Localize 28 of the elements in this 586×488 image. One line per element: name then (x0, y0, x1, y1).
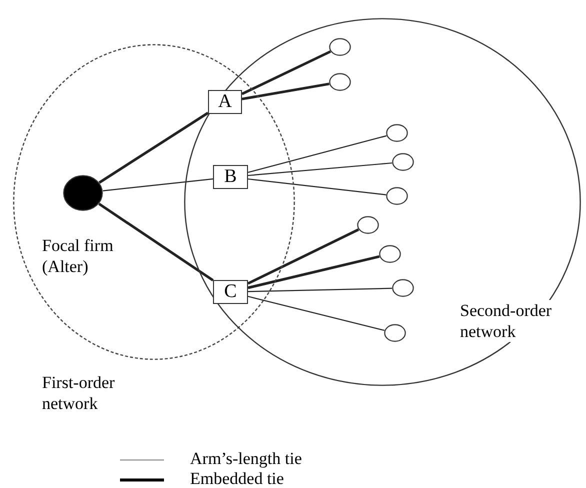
tie-line (248, 135, 387, 173)
tie-line (242, 82, 330, 100)
node-box: B (213, 165, 248, 189)
firm-circle (357, 216, 379, 234)
network-label: First-order network (42, 372, 116, 414)
firm-circle (392, 153, 414, 171)
firm-circle (386, 124, 408, 142)
legend-label: Embedded tie (190, 468, 284, 488)
firm-circle (392, 279, 414, 297)
tie-line (248, 288, 392, 292)
tie-line (102, 178, 214, 192)
legend-label: Arm’s-length tie (190, 448, 302, 469)
firm-circle (329, 73, 351, 91)
tie-line (241, 50, 332, 96)
firm-circle (329, 38, 351, 56)
tie-line (248, 162, 392, 176)
node-box: C (213, 280, 248, 304)
firm-circle (379, 245, 401, 263)
tie-line (248, 178, 386, 196)
tie-line (98, 202, 214, 282)
node-label: Focal firm (Alter) (42, 235, 114, 277)
tie-line (247, 228, 360, 285)
tie-line (98, 112, 209, 184)
firm-circle (384, 324, 406, 342)
tie-line (248, 255, 380, 290)
tie-line (248, 296, 385, 331)
node-box: A (208, 90, 242, 114)
firm-circle (386, 187, 408, 205)
